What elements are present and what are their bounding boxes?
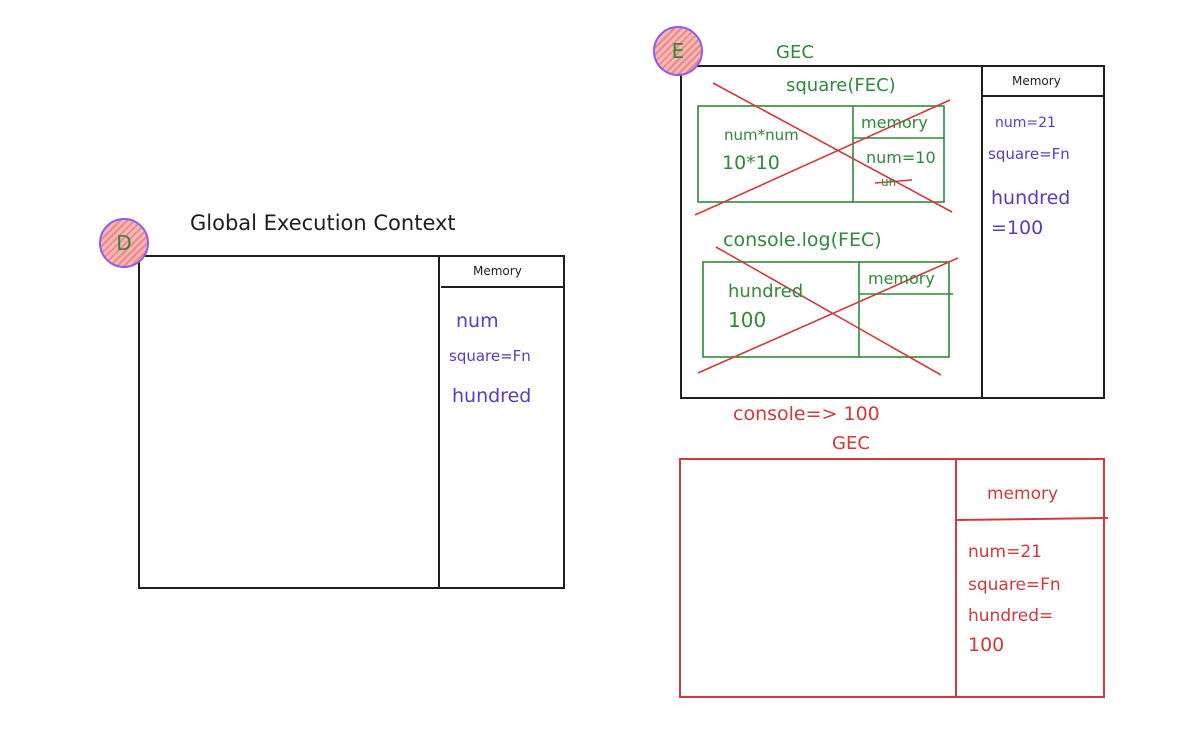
console-fec-cross-b <box>697 257 959 374</box>
panel-e-memory-item: square=Fn <box>988 145 1070 163</box>
square-fec-cross-a <box>712 82 953 213</box>
panel-e-memory-item: =100 <box>991 217 1044 239</box>
panel-final-memory-rule <box>955 517 1109 521</box>
badge-d-label: D <box>116 231 132 255</box>
panel-e-memory-item: num=21 <box>995 115 1056 131</box>
panel-final-memory-header: memory <box>987 484 1059 504</box>
console-fec-cross-a <box>715 246 942 376</box>
console-fec-code-line: 100 <box>728 308 767 332</box>
square-fec-code-line: num*num <box>724 126 799 144</box>
square-fec-memory-header: memory <box>861 113 928 132</box>
panel-d-memory-header: Memory <box>473 264 522 278</box>
console-fec-title: console.log(FEC) <box>723 229 882 251</box>
panel-final-gec-label: GEC <box>832 433 870 454</box>
console-fec-memory-header: memory <box>868 269 935 288</box>
panel-final-frame <box>679 458 1105 698</box>
panel-final-memory-item: square=Fn <box>968 575 1061 595</box>
panel-e-gec-label: GEC <box>776 42 814 63</box>
square-fec-strike-un <box>874 179 913 184</box>
console-fec-code-line: hundred <box>728 281 804 302</box>
panel-d-memory-item: square=Fn <box>449 347 531 365</box>
panel-final-memory-item: num=21 <box>968 542 1042 562</box>
panel-final-memory-item: hundred= <box>968 606 1054 626</box>
panel-d-memory-item: hundred <box>452 385 532 407</box>
panel-final-memory-item: 100 <box>968 634 1005 656</box>
panel-final <box>679 458 1109 698</box>
square-fec-code-line: 10*10 <box>722 152 780 174</box>
panel-e-memory-header: Memory <box>1012 74 1061 88</box>
console-output: console=> 100 <box>733 403 880 425</box>
console-fec-box <box>702 261 950 358</box>
panel-e <box>680 65 1105 399</box>
panel-e-memory-item: hundred <box>991 187 1071 209</box>
badge-e: E <box>653 26 703 76</box>
square-fec-memory-item: num=10 <box>866 148 936 167</box>
panel-e-frame <box>680 65 1105 399</box>
panel-d-memory-item: num <box>456 310 499 332</box>
square-fec-memory-item: un <box>881 175 897 189</box>
badge-e-label: E <box>671 39 685 63</box>
panel-d-title: Global Execution Context <box>190 211 456 235</box>
square-fec-title: square(FEC) <box>786 75 896 96</box>
panel-d <box>138 255 565 589</box>
panel-d-frame <box>138 255 565 589</box>
square-fec-box <box>697 105 945 203</box>
badge-d: D <box>99 218 149 268</box>
square-fec-cross-b <box>694 99 951 216</box>
